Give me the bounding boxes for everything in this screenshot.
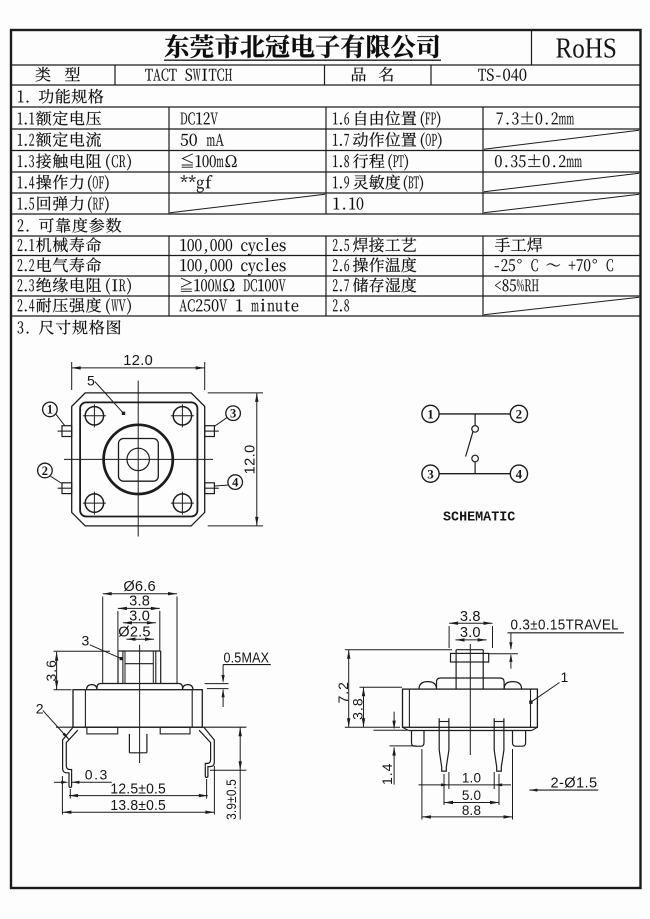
svg-text:2: 2 — [516, 407, 523, 422]
svg-text:1: 1 — [47, 403, 53, 417]
svg-text:SCHEMATIC: SCHEMATIC — [443, 511, 515, 526]
svg-text:2: 2 — [36, 700, 44, 716]
svg-text:0.5MAX: 0.5MAX — [224, 650, 270, 666]
svg-text:3: 3 — [230, 407, 236, 421]
svg-text:0.3±0.15TRAVEL: 0.3±0.15TRAVEL — [511, 616, 620, 633]
svg-text:3.8: 3.8 — [350, 697, 366, 719]
svg-text:1: 1 — [561, 669, 569, 685]
svg-text:2-Ø1.5: 2-Ø1.5 — [551, 775, 598, 791]
svg-text:12.5±0.5: 12.5±0.5 — [110, 781, 166, 797]
svg-text:1.0: 1.0 — [462, 771, 481, 786]
svg-text:Ø2.5: Ø2.5 — [118, 625, 150, 641]
svg-text:RoHS: RoHS — [556, 32, 617, 64]
svg-text:5.0: 5.0 — [462, 788, 481, 803]
svg-text:12.0: 12.0 — [123, 353, 153, 369]
svg-text:Ø6.6: Ø6.6 — [123, 579, 155, 595]
svg-text:13.8±0.5: 13.8±0.5 — [110, 798, 166, 814]
svg-text:4: 4 — [516, 466, 523, 481]
svg-text:3.8: 3.8 — [129, 593, 150, 609]
svg-text:3: 3 — [427, 466, 434, 481]
svg-text:3: 3 — [82, 633, 90, 649]
svg-text:5: 5 — [87, 373, 95, 389]
svg-text:1: 1 — [427, 407, 434, 422]
svg-text:0.3: 0.3 — [85, 767, 109, 783]
svg-text:4: 4 — [232, 475, 239, 489]
svg-text:3.8: 3.8 — [460, 609, 481, 625]
svg-text:3.0: 3.0 — [129, 608, 150, 624]
svg-text:7.2: 7.2 — [335, 681, 351, 703]
svg-text:12.0: 12.0 — [242, 444, 258, 474]
svg-text:3.6: 3.6 — [43, 659, 59, 681]
svg-text:2: 2 — [42, 464, 48, 478]
svg-text:1.4: 1.4 — [379, 763, 395, 785]
svg-text:8.8: 8.8 — [462, 803, 481, 818]
svg-text:3.0: 3.0 — [460, 625, 481, 641]
svg-text:3.9±0.5: 3.9±0.5 — [223, 779, 239, 820]
